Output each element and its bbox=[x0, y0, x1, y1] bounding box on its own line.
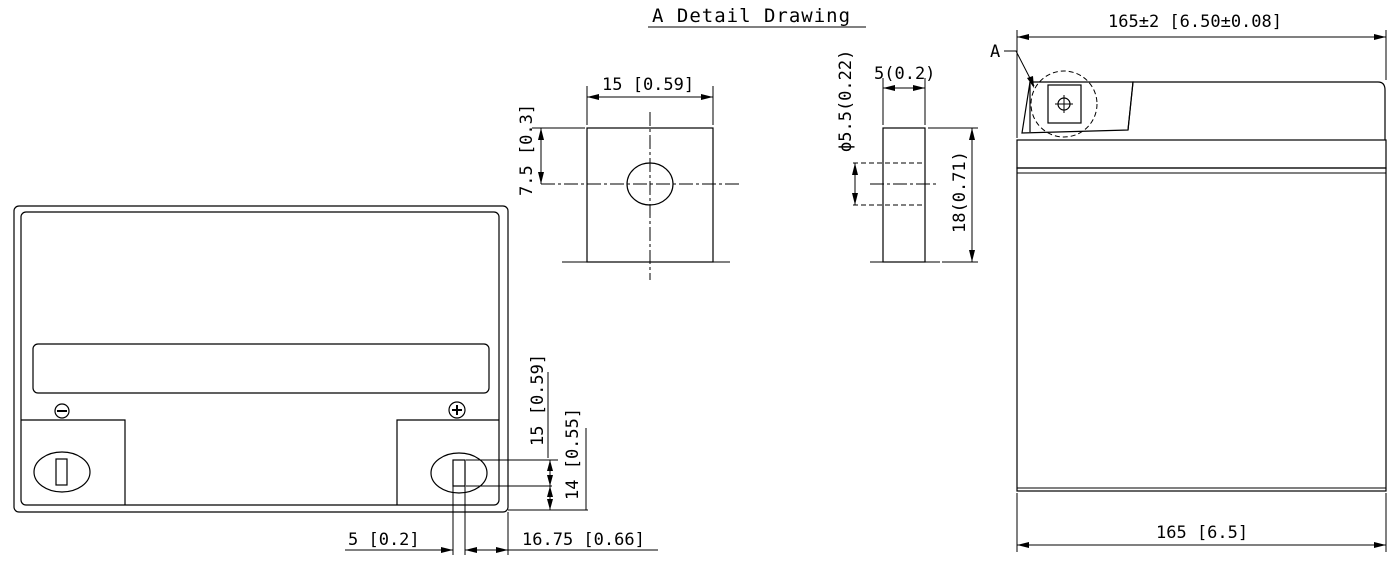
battery-side-view: A 165±2 [6.50±0.08] 165 [6.5] bbox=[990, 12, 1387, 552]
terminal-pocket-negative bbox=[21, 419, 126, 505]
terminal-side-detail: 5(0.2) ϕ5.5(0.22) 18(0.71) bbox=[836, 50, 978, 263]
terminal-pocket-positive bbox=[396, 419, 499, 505]
side-terminal bbox=[1047, 84, 1082, 124]
detail-title: A Detail Drawing bbox=[652, 5, 851, 27]
terminal-positive bbox=[430, 452, 488, 494]
battery-body bbox=[1016, 167, 1387, 492]
terminal-side-thickness-label: 5(0.2) bbox=[874, 64, 935, 84]
slot-dim-5-label: 5 [0.2] bbox=[348, 530, 420, 550]
terminal-side-height-label: 18(0.71) bbox=[950, 151, 970, 233]
detail-callout-leader bbox=[1004, 50, 1035, 87]
terminal-side-hole-label: ϕ5.5(0.22) bbox=[836, 50, 856, 152]
detail-callout-circle bbox=[1030, 70, 1098, 138]
edge-dim-16-75-label: 16.75 [0.66] bbox=[522, 530, 645, 550]
battery-outer-outline bbox=[13, 205, 509, 513]
overall-width-label: 165±2 [6.50±0.08] bbox=[1108, 12, 1282, 32]
terminal-negative bbox=[33, 451, 91, 493]
terminal-front-detail: 15 [0.59] 7.5 [0.3] bbox=[517, 75, 741, 280]
battery-front-view: 15 [0.59] 14 [0.55] 5 [0.2] 16.75 [0.66] bbox=[13, 205, 658, 555]
plus-symbol bbox=[448, 401, 466, 419]
battery-inner-outline bbox=[20, 211, 500, 506]
terminal-positive-slot bbox=[452, 459, 466, 487]
terminal-front-width-label: 15 [0.59] bbox=[602, 75, 694, 95]
terminal-negative-slot bbox=[55, 458, 68, 486]
lid-top bbox=[1127, 81, 1386, 140]
label-panel bbox=[32, 343, 490, 394]
terminal-front-height-label: 7.5 [0.3] bbox=[517, 104, 537, 196]
minus-symbol bbox=[54, 403, 70, 419]
terminal-dim-14-label: 14 [0.55] bbox=[563, 408, 583, 500]
lid-rim bbox=[1016, 139, 1387, 169]
detail-callout-label: A bbox=[990, 42, 1000, 62]
terminal-side-outline bbox=[882, 127, 926, 263]
body-width-label: 165 [6.5] bbox=[1156, 523, 1248, 543]
terminal-dim-15-label: 15 [0.59] bbox=[528, 354, 548, 446]
